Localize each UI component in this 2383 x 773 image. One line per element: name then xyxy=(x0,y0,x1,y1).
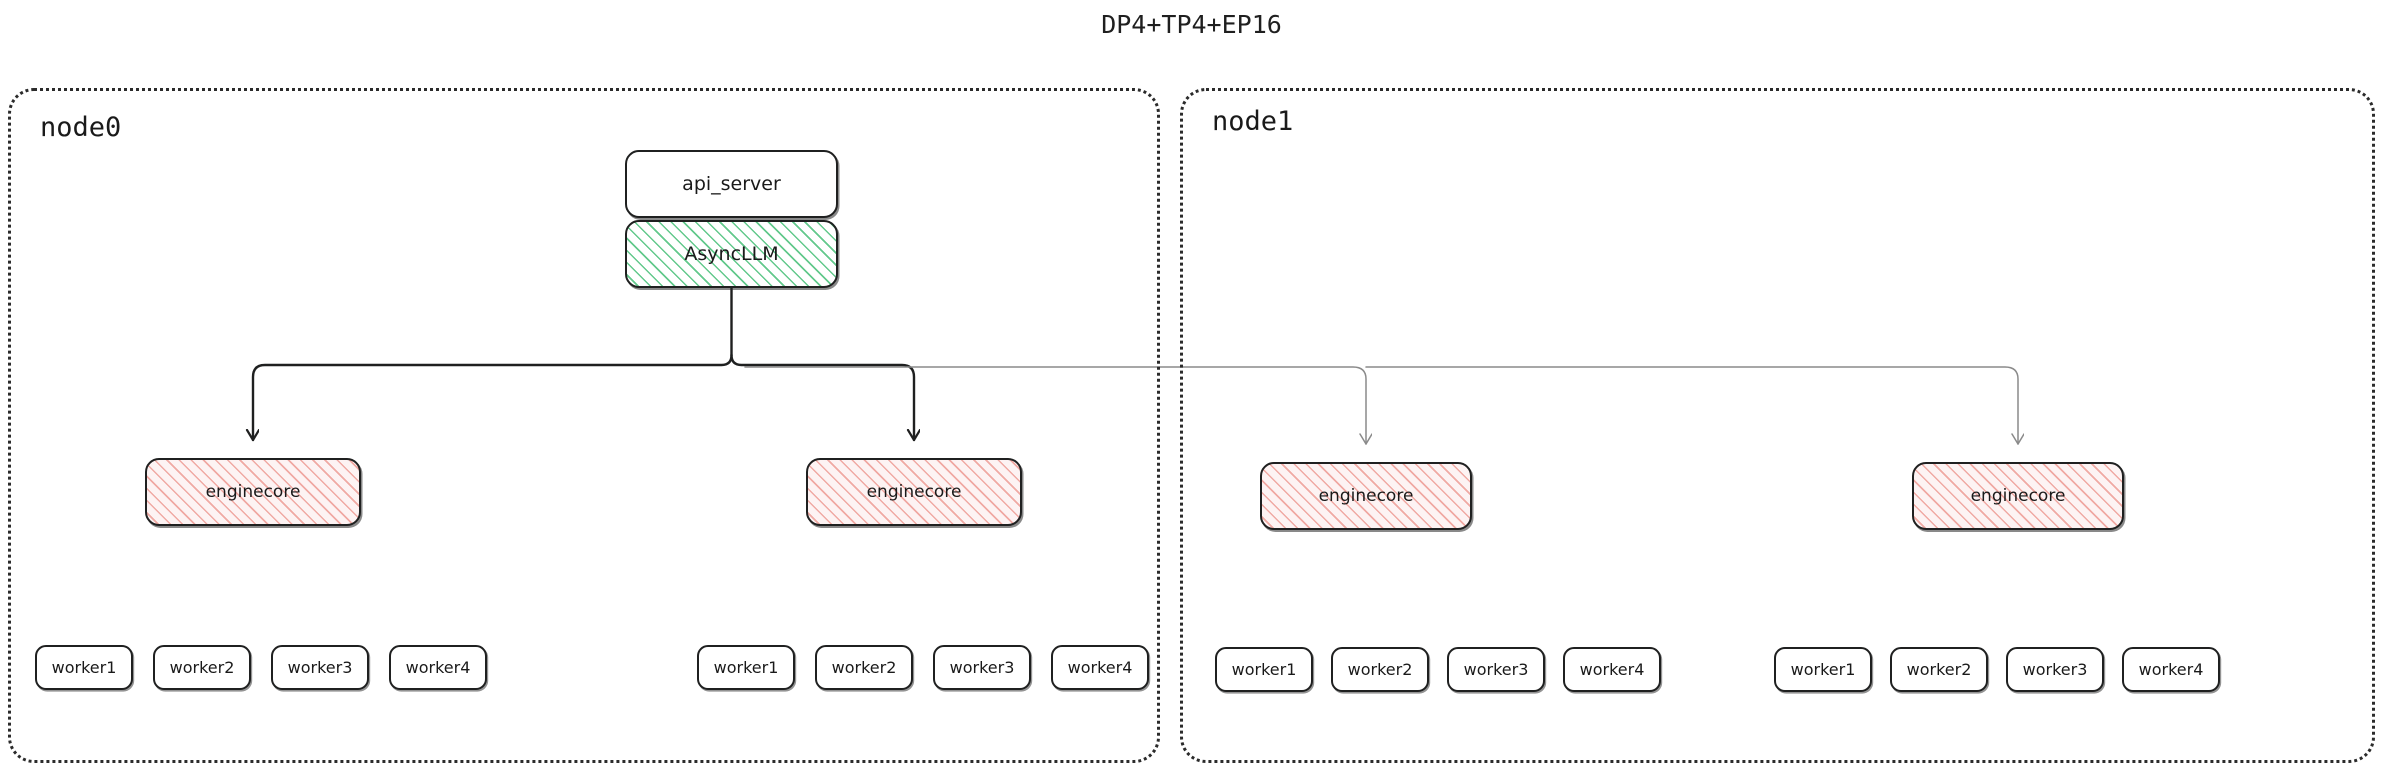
worker-label: worker4 xyxy=(1067,658,1133,677)
worker-node-n1-c1-w0[interactable]: worker1 xyxy=(1774,647,1872,692)
edge-asyncllm-to-node0-core1 xyxy=(730,353,915,442)
asyncllm-node[interactable]: AsyncLLM xyxy=(625,220,838,288)
api-server-node[interactable]: api_server xyxy=(625,150,838,218)
worker-node-n0-c0-w0[interactable]: worker1 xyxy=(35,645,133,690)
worker-label: worker2 xyxy=(1347,660,1413,679)
enginecore-label: enginecore xyxy=(1318,486,1414,506)
worker-node-n0-c1-w0[interactable]: worker1 xyxy=(697,645,795,690)
worker-label: worker3 xyxy=(287,658,353,677)
worker-node-n0-c1-w1[interactable]: worker2 xyxy=(815,645,913,690)
api-server-label: api_server xyxy=(682,173,781,195)
worker-label: worker4 xyxy=(1579,660,1645,679)
worker-label: worker3 xyxy=(2022,660,2088,679)
enginecore-label: enginecore xyxy=(866,482,962,502)
worker-label: worker1 xyxy=(1790,660,1856,679)
enginecore-node-n0-c1[interactable]: enginecore xyxy=(806,458,1022,526)
worker-node-n1-c0-w3[interactable]: worker4 xyxy=(1563,647,1661,692)
edge-asyncllm-to-node1-core0 xyxy=(744,366,1366,445)
worker-label: worker1 xyxy=(51,658,117,677)
worker-label: worker3 xyxy=(1463,660,1529,679)
worker-node-n0-c1-w3[interactable]: worker4 xyxy=(1051,645,1149,690)
worker-label: worker4 xyxy=(2138,660,2204,679)
worker-label: worker3 xyxy=(949,658,1015,677)
enginecore-node-n1-c1[interactable]: enginecore xyxy=(1912,462,2124,530)
node-container-node0 xyxy=(8,88,1160,763)
edge-asyncllm-to-node0-core0 xyxy=(253,353,733,442)
enginecore-label: enginecore xyxy=(205,482,301,502)
asyncllm-label: AsyncLLM xyxy=(684,243,779,265)
worker-node-n1-c1-w1[interactable]: worker2 xyxy=(1890,647,1988,692)
worker-label: worker4 xyxy=(405,658,471,677)
worker-label: worker2 xyxy=(1906,660,1972,679)
worker-label: worker2 xyxy=(831,658,897,677)
page-title: DP4+TP4+EP16 xyxy=(1101,10,1282,39)
worker-node-n0-c0-w3[interactable]: worker4 xyxy=(389,645,487,690)
worker-label: worker2 xyxy=(169,658,235,677)
node-label-node1: node1 xyxy=(1212,106,1294,137)
node-container-node1 xyxy=(1180,88,2375,763)
worker-label: worker1 xyxy=(713,658,779,677)
edge-asyncllm-to-node1-core1 xyxy=(1365,366,2018,445)
enginecore-node-n0-c0[interactable]: enginecore xyxy=(145,458,361,526)
enginecore-node-n1-c0[interactable]: enginecore xyxy=(1260,462,1472,530)
node-label-node0: node0 xyxy=(40,112,122,143)
worker-node-n1-c0-w2[interactable]: worker3 xyxy=(1447,647,1545,692)
worker-node-n0-c0-w2[interactable]: worker3 xyxy=(271,645,369,690)
worker-node-n0-c1-w2[interactable]: worker3 xyxy=(933,645,1031,690)
worker-node-n1-c0-w1[interactable]: worker2 xyxy=(1331,647,1429,692)
enginecore-label: enginecore xyxy=(1970,486,2066,506)
worker-node-n1-c0-w0[interactable]: worker1 xyxy=(1215,647,1313,692)
worker-label: worker1 xyxy=(1231,660,1297,679)
worker-node-n1-c1-w3[interactable]: worker4 xyxy=(2122,647,2220,692)
worker-node-n1-c1-w2[interactable]: worker3 xyxy=(2006,647,2104,692)
worker-node-n0-c0-w1[interactable]: worker2 xyxy=(153,645,251,690)
